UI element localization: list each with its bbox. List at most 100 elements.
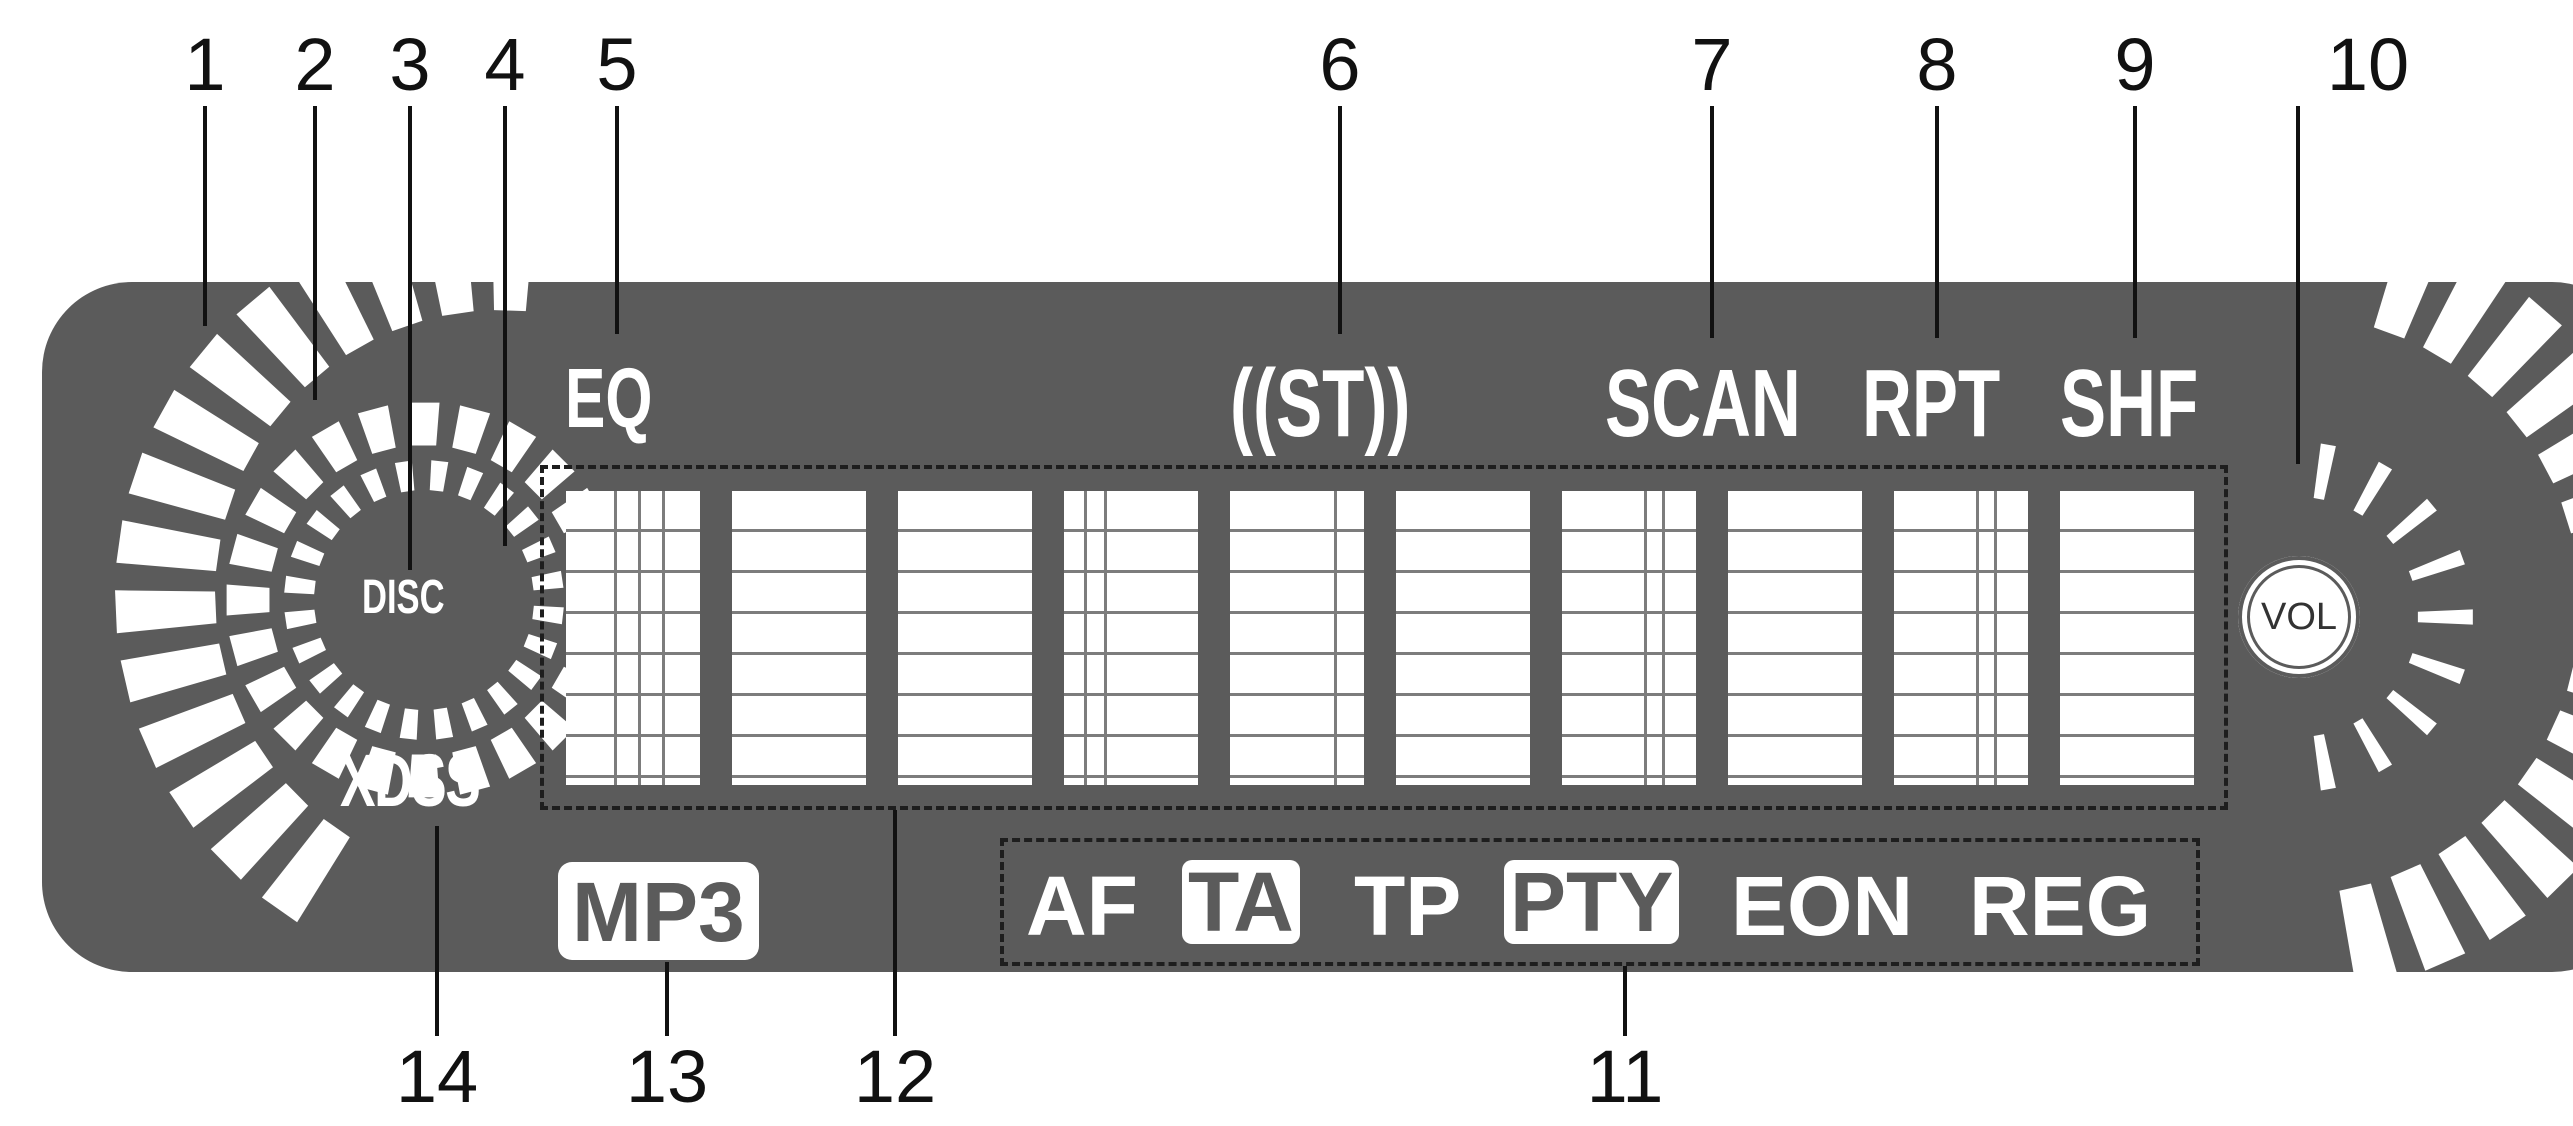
left-arc-segment [354,224,423,332]
disc-outer-segment [452,405,491,454]
callout-number-7: 7 [1691,23,1733,106]
volume-bar-segment [2538,433,2573,484]
disc-outer-segment [229,628,278,667]
disc-outer-segment [273,449,324,500]
disc-outer-segment [311,727,358,779]
disc-inner-segment [508,659,542,690]
scan-label: SCAN [1605,350,1801,457]
left-arc-segment [491,210,535,312]
disc-inner-segment [433,707,454,740]
disc-outer-segment [357,746,396,795]
disc-outer-segment [229,533,278,572]
display-cell-9 [1894,491,2028,785]
disc-outer-segment [311,421,358,473]
display-cell-7 [1562,491,1696,785]
callout-number-8: 8 [1916,23,1958,106]
disc-inner-segment [360,468,387,502]
disc-inner-segment [284,609,317,630]
disc-outer-segment [245,487,297,534]
left-arc-segment [421,211,474,316]
disc-inner-segment [292,637,326,664]
volume-dial-ticks [2313,443,2473,791]
left-arc-segment [116,520,221,572]
rds-ta-label: TA [1182,860,1300,944]
disc-inner-segment [461,698,488,732]
volume-bar-segment [2390,864,2466,971]
leader-line-2 [313,106,317,400]
left-arc-segment [120,643,227,703]
left-arc-segments [115,210,535,923]
callout-number-14: 14 [395,1035,479,1118]
callout-number-2: 2 [294,23,336,106]
left-arc-segment [128,452,236,520]
disc-inner-segment [364,699,391,734]
volume-tick [2353,718,2393,773]
display-cell-3 [898,491,1032,785]
disc-inner-segment [505,506,539,537]
display-cell-10 [2060,491,2194,785]
leader-line-14 [435,826,439,1036]
disc-inner-segment [330,485,361,519]
rds-ta-indicator: TA [1182,860,1300,944]
disc-outer-segment [524,449,575,500]
volume-tick [2386,498,2437,544]
rds-eon-indicator: EON [1731,859,1914,953]
disc-inner-segment [457,466,484,501]
volume-tick [2386,690,2437,736]
volume-bar-segment [2339,883,2399,990]
shuffle-indicator: SHF [2060,356,2252,452]
disc-outer-segment [408,754,440,798]
volume-bar-segment [2373,231,2444,339]
rds-pty-indicator: PTY [1504,860,1680,944]
stereo-label: ((ST)) [1230,350,1411,457]
leader-line-11 [1623,966,1627,1036]
left-arc-segment [236,286,330,388]
disc-outer-segment [408,402,440,446]
leader-line-3 [408,106,412,570]
disc-inner-segment [306,510,340,541]
leader-line-6 [1338,106,1342,334]
disc-outer-segment [490,727,537,779]
rds-tp-indicator: TP [1354,859,1462,953]
callout-number-6: 6 [1319,23,1361,106]
volume-tick [2313,443,2336,500]
callout-number-13: 13 [625,1035,709,1118]
callout-number-1: 1 [184,23,226,106]
rds-af-indicator: AF [1026,859,1138,953]
shuffle-label: SHF [2060,350,2199,457]
disc-outer-segment [452,746,491,795]
volume-tick [2408,550,2465,581]
left-arc-segment [153,389,259,471]
rds-indicator-group: AF TA TP PTY EON REG [1000,838,2200,966]
left-arc-segment [261,818,350,923]
disc-inner-segment [284,575,316,595]
character-display [540,465,2228,810]
volume-tick [2313,734,2336,791]
left-arc-segment [169,740,273,828]
volume-bar-segment [2561,498,2573,534]
volume-knob-icon: VOL [2238,556,2360,678]
disc-inner-segment [399,708,419,740]
volume-bar-segments [2339,231,2573,990]
display-cell-6 [1396,491,1530,785]
display-cell-2 [732,491,866,785]
disc-outer-segment [245,666,297,713]
leader-line-7 [1710,106,1714,338]
volume-tick [2353,461,2393,516]
callout-number-12: 12 [853,1035,937,1118]
left-arc-segment [210,783,309,880]
left-arc-segment [292,249,374,356]
callout-number-11: 11 [1586,1035,1664,1118]
volume-bar-segment [2423,258,2507,364]
leader-line-5 [615,106,619,334]
eq-indicator: EQ [565,356,686,440]
scan-indicator: SCAN [1605,356,1877,452]
leader-line-12 [893,810,897,1036]
volume-bar-segment [2481,800,2573,898]
disc-inner-segment [334,684,365,718]
left-arc-segment [115,590,217,634]
disc-outer-segment [226,584,270,616]
callout-number-10: 10 [2326,23,2410,106]
repeat-label: RPT [1862,350,2001,457]
volume-bar-segment [2438,835,2526,940]
